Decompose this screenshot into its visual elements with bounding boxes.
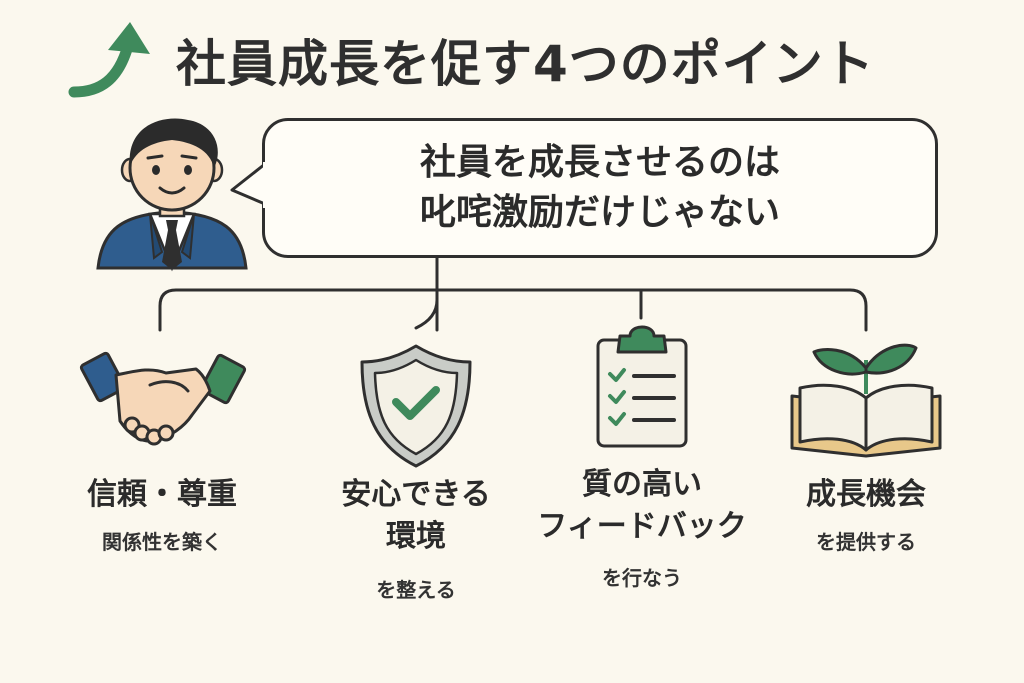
speech-line-2: 叱咤激励だけじゃない [419, 192, 780, 233]
speech-bubble-tail [230, 162, 271, 208]
point-3-title: 質の高い フィードバック [537, 467, 747, 544]
point-1-title: 信頼・尊重 [87, 477, 237, 512]
speech-bubble: 社員を成長させるのは 叱咤激励だけじゃない [262, 118, 938, 258]
point-3-subtitle: を行なう [602, 566, 682, 590]
speech-line-1: 社員を成長させるのは [419, 142, 780, 183]
clipboard-checklist-icon [596, 325, 688, 448]
growth-arrow-icon [68, 22, 150, 98]
point-2-subtitle: を整える [376, 578, 456, 602]
point-4-subtitle: を提供する [816, 530, 916, 554]
shield-check-icon [360, 344, 472, 468]
title-row: 社員成長を促す4つのポイント [68, 18, 875, 102]
point-2-title: 安心できる 環境 [341, 477, 491, 554]
handshake-icon [79, 351, 247, 446]
book-sprout-icon [790, 343, 942, 458]
point-1-subtitle: 関係性を築く [102, 530, 222, 554]
point-4-title: 成長機会 [806, 477, 926, 512]
businessman-avatar [96, 118, 248, 272]
page-title: 社員成長を促す4つのポイント [176, 35, 875, 93]
